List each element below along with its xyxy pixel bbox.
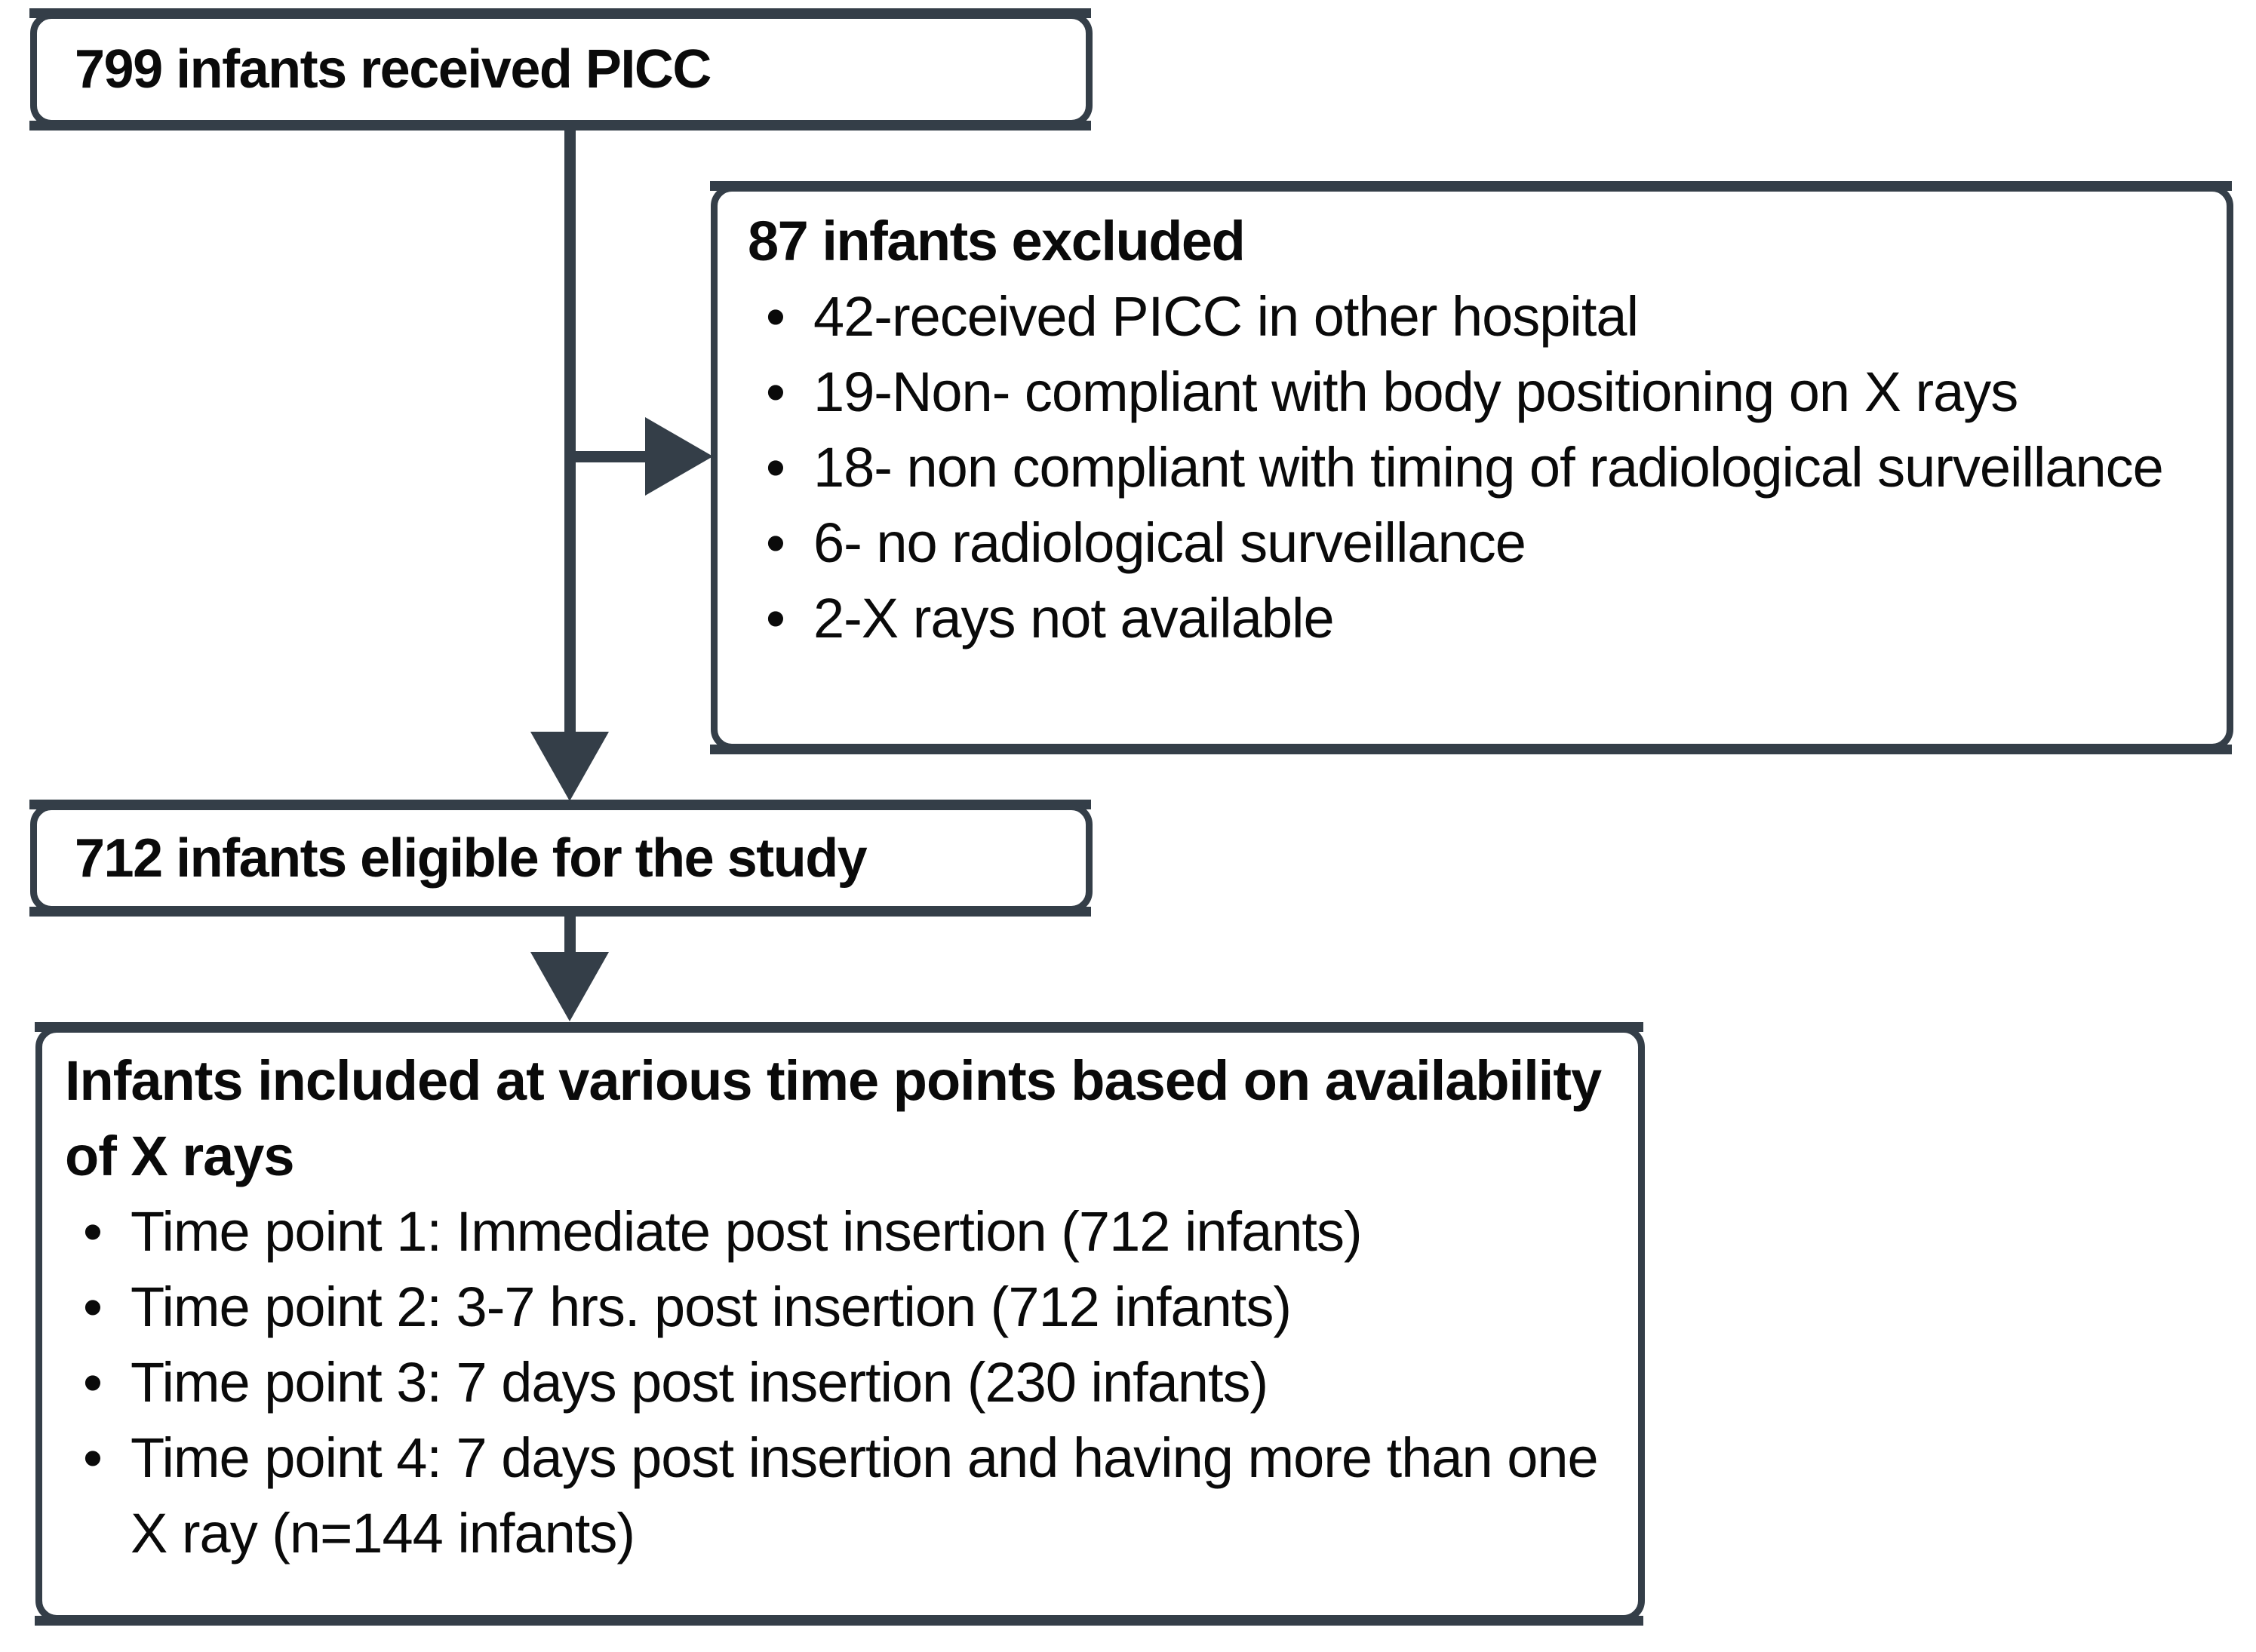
bullet-item: Time point 4: 7 days post insertion and … (65, 1420, 1615, 1571)
arrowhead-down-to-included-icon (530, 952, 609, 1021)
connector-eligible-to-included-line (564, 913, 576, 957)
bullet-item: 42-received PICC in other hospital (748, 279, 2204, 355)
bullet-item: Time point 2: 3-7 hrs. post insertion (7… (65, 1270, 1615, 1345)
box-included-title: Infants included at various time points … (65, 1049, 1602, 1187)
box-eligible-title: 712 infants eligible for the study (75, 828, 868, 889)
bullet-item: 2-X rays not available (748, 581, 2204, 656)
box-excluded: 87 infants excluded 42-received PICC in … (710, 181, 2233, 754)
box-eligible: 712 infants eligible for the study (29, 800, 1093, 917)
box-included-time-points: Infants included at various time points … (35, 1022, 1645, 1626)
bullet-item: 19-Non- compliant with body positioning … (748, 355, 2204, 430)
arrowhead-right-to-excluded-icon (645, 417, 713, 496)
excluded-bullet-list: 42-received PICC in other hospital19-Non… (748, 279, 2204, 656)
box-received-picc: 799 infants received PICC (29, 8, 1093, 131)
connector-branch-line (570, 451, 647, 462)
bullet-item: 6- no radiological surveillance (748, 505, 2204, 581)
bullet-item: 18- non compliant with timing of radiolo… (748, 430, 2204, 505)
bullet-item: Time point 1: Immediate post insertion (… (65, 1194, 1615, 1270)
connector-trunk-line (564, 127, 576, 738)
bullet-item: Time point 3: 7 days post insertion (230… (65, 1345, 1615, 1420)
box-received-title: 799 infants received PICC (75, 39, 712, 100)
arrowhead-down-to-eligible-icon (530, 732, 609, 801)
included-bullet-list: Time point 1: Immediate post insertion (… (65, 1194, 1615, 1571)
box-excluded-title: 87 infants excluded (748, 210, 1246, 272)
